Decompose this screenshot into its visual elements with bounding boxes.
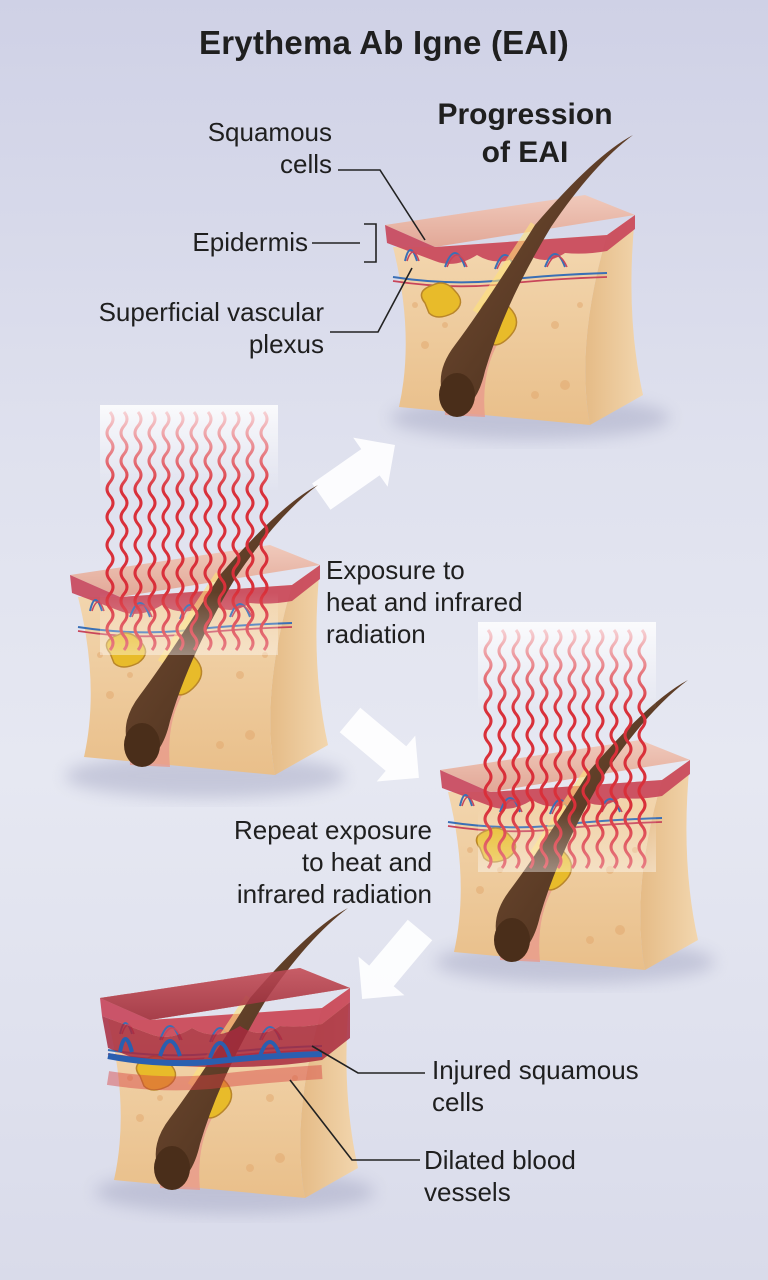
leader-squamous xyxy=(338,169,426,241)
radiation-waves-1 xyxy=(100,405,278,655)
label-injured-line1: Injured squamous xyxy=(432,1055,639,1085)
label-repeat-exposure: Repeat exposure to heat and infrared rad… xyxy=(150,814,432,910)
label-plexus-line2: plexus xyxy=(248,329,324,359)
progression-heading-line1: Progression xyxy=(437,98,613,131)
progression-heading: Progression of EAI xyxy=(415,96,635,172)
progression-heading-line2: of EAI xyxy=(481,136,569,169)
label-exposure-line1: Exposure to xyxy=(326,555,465,585)
leader-lines xyxy=(289,169,426,1161)
label-repeat-line1: Repeat exposure xyxy=(233,815,432,845)
leader-plexus xyxy=(330,267,413,333)
label-injured-squamous-cells: Injured squamous cells xyxy=(432,1054,732,1118)
skin-block-normal xyxy=(385,135,643,425)
radiation-waves-2 xyxy=(478,622,656,872)
arrow-3 xyxy=(358,919,433,999)
label-exposure: Exposure to heat and infrared radiation xyxy=(326,554,586,650)
label-exposure-line3: radiation xyxy=(326,619,426,649)
label-repeat-line3: infrared radiation xyxy=(236,879,432,909)
leader-injured xyxy=(311,1045,425,1074)
arrow-1 xyxy=(312,437,395,510)
label-dilated-line1: Dilated blood xyxy=(424,1145,576,1175)
arrow-2 xyxy=(339,707,419,782)
label-squamous-line2: cells xyxy=(279,149,332,179)
label-repeat-line2: to heat and xyxy=(301,847,432,877)
label-squamous-cells: Squamous cells xyxy=(150,116,332,180)
skin-block-damaged xyxy=(100,908,358,1198)
leader-dilated xyxy=(289,1079,420,1161)
label-dilated-line2: vessels xyxy=(424,1177,511,1207)
label-epidermis: Epidermis xyxy=(192,227,308,257)
label-exposure-line2: heat and infrared xyxy=(326,587,523,617)
label-injured-line2: cells xyxy=(432,1087,485,1117)
page-title: Erythema Ab Igne (EAI) xyxy=(199,24,569,61)
label-superficial-vascular-plexus: Superficial vascular plexus xyxy=(30,296,324,360)
label-plexus-line1: Superficial vascular xyxy=(98,297,324,327)
bracket-epidermis xyxy=(364,223,377,263)
label-dilated-blood-vessels: Dilated blood vessels xyxy=(424,1144,684,1208)
label-squamous-line1: Squamous xyxy=(207,117,332,147)
